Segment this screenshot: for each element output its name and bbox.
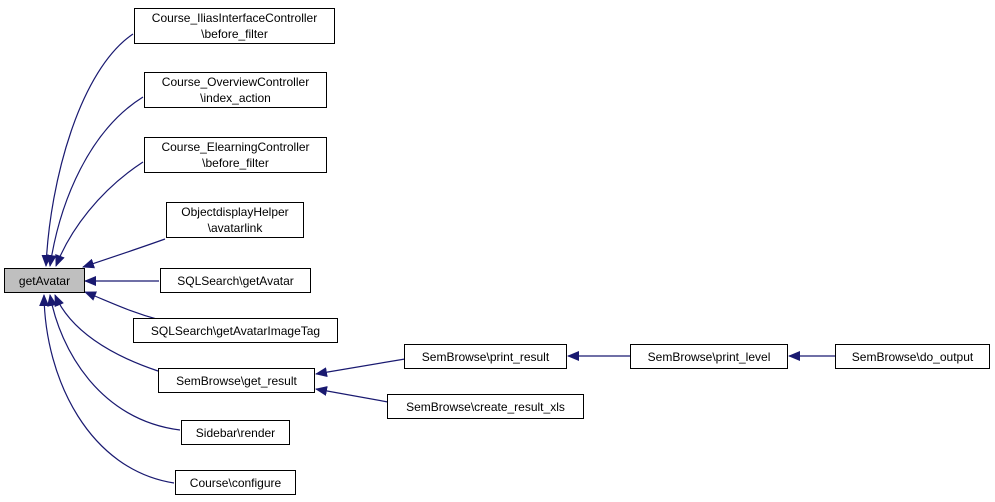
node-label: \index_action	[200, 91, 271, 105]
node-label: Course\configure	[189, 475, 282, 490]
edge-configure-to-getavatar	[39, 294, 175, 484]
edge-overview-to-getavatar	[46, 96, 144, 267]
node-label: \before_filter	[201, 27, 268, 41]
node-sembrowse-print-result[interactable]: SemBrowse\print_result	[404, 344, 567, 369]
node-getavatar: getAvatar	[4, 268, 85, 293]
node-label: \avatarlink	[207, 221, 263, 235]
edge-printresult-to-getresult	[315, 358, 406, 378]
node-label: SemBrowse\print_level	[647, 349, 771, 364]
node-objectdisplayhelper-avatarlink[interactable]: ObjectdisplayHelper \avatarlink	[166, 202, 304, 238]
node-course-overviewcontroller-index-action[interactable]: Course_OverviewController \index_action	[144, 72, 327, 108]
node-label: SQLSearch\getAvatar	[177, 273, 294, 288]
node-label: ObjectdisplayHelper	[181, 205, 289, 219]
node-label: getAvatar	[18, 273, 71, 288]
node-sembrowse-do-output[interactable]: SemBrowse\do_output	[835, 344, 990, 369]
node-label: Course_ElearningController	[161, 140, 310, 154]
node-label: \before_filter	[202, 156, 269, 170]
edge-elearning-to-getavatar	[55, 161, 144, 267]
node-label: SQLSearch\getAvatarImageTag	[150, 323, 321, 338]
node-label: Sidebar\render	[195, 425, 276, 440]
node-sqlsearch-getavatarimagetag[interactable]: SQLSearch\getAvatarImageTag	[133, 318, 338, 343]
node-label: SemBrowse\create_result_xls	[406, 399, 565, 414]
node-label: SemBrowse\get_result	[176, 373, 297, 388]
node-label: Course_OverviewController	[161, 75, 310, 89]
node-course-iliasinterfacecontroller-before-filter[interactable]: Course_IliasInterfaceController \before_…	[134, 8, 335, 44]
edge-getresult-to-getavatar	[54, 294, 159, 372]
node-sqlsearch-getavatar[interactable]: SQLSearch\getAvatar	[160, 268, 311, 293]
node-sembrowse-get-result[interactable]: SemBrowse\get_result	[158, 368, 315, 393]
edge-sqlsearch-imagetag-to-getavatar	[84, 291, 161, 321]
edge-objectdisplay-to-getavatar	[82, 238, 166, 269]
edge-createxls-to-getresult	[315, 386, 389, 403]
edge-sidebar-to-getavatar	[47, 294, 181, 431]
edge-ilias-to-getavatar	[41, 33, 134, 267]
node-sembrowse-print-level[interactable]: SemBrowse\print_level	[630, 344, 788, 369]
node-label: SemBrowse\do_output	[851, 349, 974, 364]
node-course-configure[interactable]: Course\configure	[175, 470, 296, 495]
node-sembrowse-create-result-xls[interactable]: SemBrowse\create_result_xls	[387, 394, 584, 419]
node-sidebar-render[interactable]: Sidebar\render	[181, 420, 290, 445]
node-label: SemBrowse\print_result	[421, 349, 550, 364]
node-course-elearningcontroller-before-filter[interactable]: Course_ElearningController \before_filte…	[144, 137, 327, 173]
node-label: Course_IliasInterfaceController	[151, 11, 318, 25]
